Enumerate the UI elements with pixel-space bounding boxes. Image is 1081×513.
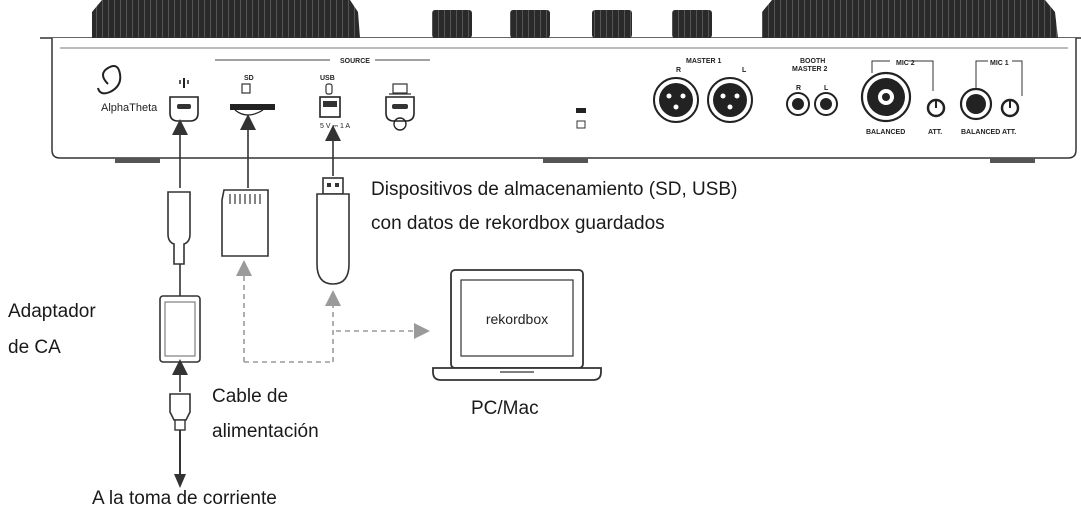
booth-jack-l	[814, 92, 838, 116]
mic2-label: MIC 2	[896, 60, 915, 67]
screen-app-name: rekordbox	[486, 311, 548, 327]
mic1-att-knob	[1000, 98, 1020, 118]
source-label: SOURCE	[340, 58, 370, 65]
master1-label: MASTER 1	[686, 58, 722, 65]
master1-r-label: R	[676, 67, 681, 74]
booth-label: BOOTH	[800, 58, 825, 65]
mic2-balanced-label: BALANCED	[866, 129, 905, 136]
ac-adapter-label-line2: de CA	[8, 337, 61, 358]
usb-rating: 5 V ⎓ 1 A	[320, 123, 350, 130]
power-cable-label-line1: Cable de	[212, 386, 289, 407]
usb-flash-drive	[316, 125, 350, 285]
mic2-combo-jack	[860, 60, 934, 123]
laptop: rekordbox	[432, 269, 602, 381]
data-link-dashed	[236, 260, 430, 363]
usb-label: USB	[320, 75, 335, 82]
master1-xlr-l	[707, 77, 753, 123]
mic1-balanced-label: BALANCED	[961, 129, 1000, 136]
sd-label: SD	[244, 75, 254, 82]
master1-xlr-r	[653, 77, 699, 123]
computer-label: PC/Mac	[471, 398, 539, 419]
master2-label: MASTER 2	[792, 66, 828, 73]
mic2-att-label: ATT.	[928, 129, 942, 136]
usb-port	[319, 83, 341, 118]
computer-port	[385, 83, 415, 131]
sd-card	[221, 114, 269, 257]
rear-panel	[40, 37, 1081, 163]
storage-label-line2: con datos de rekordbox guardados	[371, 213, 665, 234]
booth-r-label: R	[796, 85, 801, 92]
ac-power-cable	[169, 359, 191, 488]
knob	[672, 10, 712, 38]
usb-c-power-cable	[167, 119, 191, 296]
mic1-label: MIC 1	[990, 60, 1009, 67]
knob	[432, 10, 472, 38]
alphatheta-logo	[97, 65, 122, 95]
mic1-jack	[959, 60, 1023, 121]
power-cable-label-line2: alimentación	[212, 421, 319, 442]
mic2-att-knob	[926, 98, 946, 118]
power-port	[169, 78, 199, 122]
top-controls	[92, 0, 1058, 38]
master1-l-label: L	[742, 67, 747, 74]
left-jog-wheel	[92, 0, 360, 38]
outlet-label: A la toma de corriente	[92, 488, 277, 509]
knob	[592, 10, 632, 38]
right-jog-wheel	[762, 0, 1058, 38]
ac-adapter-label-line1: Adaptador	[8, 301, 96, 322]
brand-text: AlphaTheta	[101, 102, 158, 114]
lock-slot	[576, 108, 586, 129]
ac-adapter	[159, 295, 201, 363]
booth-l-label: L	[824, 85, 829, 92]
storage-label-line1: Dispositivos de almacenamiento (SD, USB)	[371, 179, 738, 200]
mic1-att-label: ATT.	[1002, 129, 1016, 136]
knob	[510, 10, 550, 38]
booth-jack-r	[786, 92, 810, 116]
